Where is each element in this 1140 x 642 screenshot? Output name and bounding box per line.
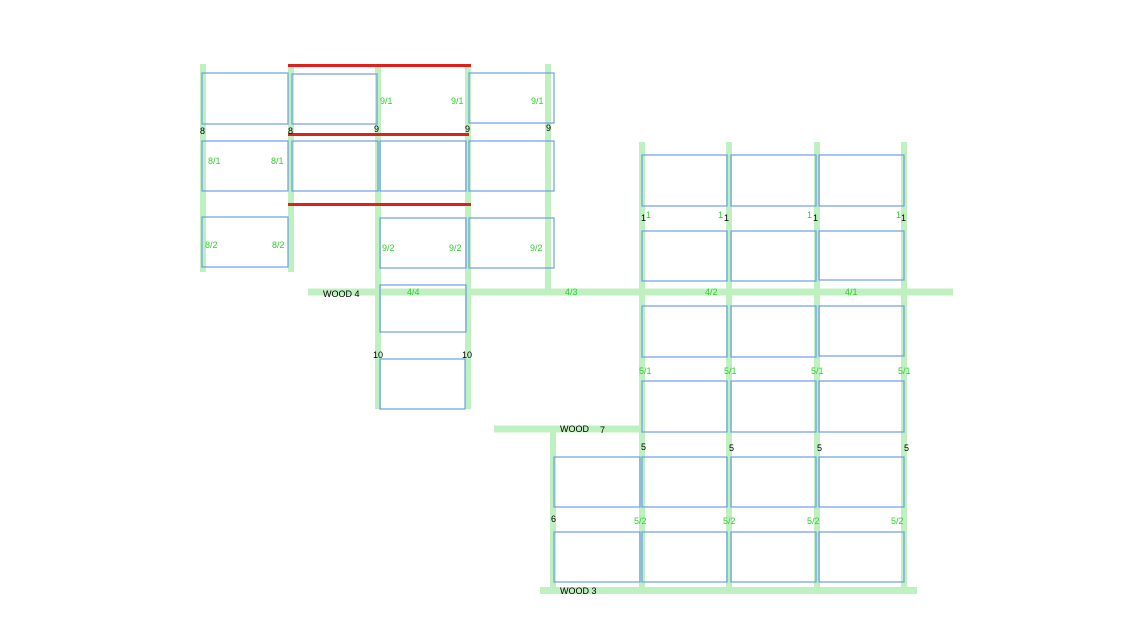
label-9-2: 9/2 — [530, 243, 543, 253]
panel — [379, 217, 467, 269]
label-10: 10 — [462, 350, 472, 360]
label-1: 1 — [724, 213, 729, 223]
label-8-2: 8/2 — [272, 240, 285, 250]
labels: 8 8 9 9 9 9/1 9/1 9/1 8/1 8/1 8/2 8/2 9/… — [200, 96, 911, 596]
label-10: 10 — [373, 350, 383, 360]
panel — [379, 140, 467, 192]
post-8-left — [200, 64, 206, 272]
label-1: 1 — [807, 210, 812, 220]
red-lines — [288, 64, 471, 206]
panel — [818, 230, 905, 281]
label-1: 1 — [896, 210, 901, 220]
label-5-2: 5/2 — [891, 516, 904, 526]
panel — [818, 305, 905, 357]
label-1: 1 — [641, 213, 646, 223]
panel — [201, 72, 289, 125]
post-1-d — [901, 142, 907, 590]
panel — [201, 140, 289, 192]
panel — [379, 358, 466, 410]
label-7: 7 — [600, 425, 605, 435]
post-8-right — [288, 64, 294, 272]
label-9-1: 9/1 — [380, 96, 393, 106]
label-8-1: 8/1 — [271, 156, 284, 166]
panel — [730, 456, 817, 508]
panel — [641, 154, 728, 207]
label-4-4: 4/4 — [407, 287, 420, 297]
label-4-2: 4/2 — [705, 287, 718, 297]
panel — [553, 531, 641, 583]
panel — [818, 456, 905, 508]
panel — [468, 72, 555, 124]
post-1-c — [814, 142, 820, 587]
label-9: 9 — [465, 124, 470, 134]
panel — [379, 284, 467, 333]
panel — [641, 230, 728, 282]
panel — [818, 531, 905, 583]
post-9-right — [545, 64, 551, 292]
panel — [553, 456, 641, 508]
panel — [730, 305, 817, 358]
post-9-left — [375, 64, 381, 409]
post-1-a — [639, 142, 645, 587]
label-9: 9 — [374, 124, 379, 134]
panel — [730, 154, 817, 207]
label-5-1: 5/1 — [811, 366, 824, 376]
label-9-1: 9/1 — [531, 96, 544, 106]
panel — [201, 216, 289, 268]
label-8: 8 — [288, 126, 293, 136]
label-5-1: 5/1 — [898, 366, 911, 376]
label-5: 5 — [904, 443, 909, 453]
horizontal-beams — [308, 288, 953, 594]
label-5: 5 — [641, 442, 646, 452]
panel — [641, 380, 728, 433]
label-9-2: 9/2 — [449, 243, 462, 253]
post-6 — [550, 429, 556, 589]
label-5-1: 5/1 — [724, 366, 737, 376]
panel — [730, 531, 817, 583]
label-9: 9 — [546, 123, 551, 133]
panels — [201, 72, 905, 583]
label-5-2: 5/2 — [723, 516, 736, 526]
panel — [641, 305, 728, 358]
post-1-b — [726, 142, 732, 587]
label-8-1: 8/1 — [208, 156, 221, 166]
label-1: 1 — [718, 210, 723, 220]
panel — [468, 217, 555, 269]
label-5: 5 — [817, 443, 822, 453]
label-wood-7: WOOD — [560, 424, 589, 434]
beam-wood-3 — [540, 587, 917, 594]
panel — [818, 154, 905, 207]
label-wood-4: WOOD 4 — [323, 289, 360, 299]
panel — [641, 456, 728, 508]
panel — [818, 380, 905, 433]
label-5-1: 5/1 — [639, 366, 652, 376]
label-1: 1 — [901, 213, 906, 223]
beam-wood-7 — [494, 425, 644, 433]
label-8-2: 8/2 — [205, 240, 218, 250]
label-9-2: 9/2 — [382, 243, 395, 253]
post-9-mid — [465, 64, 471, 409]
label-wood-3: WOOD 3 — [560, 586, 597, 596]
label-1: 1 — [813, 213, 818, 223]
panel — [291, 73, 378, 125]
vertical-posts — [200, 64, 907, 590]
label-8: 8 — [200, 126, 205, 136]
label-5: 5 — [729, 443, 734, 453]
panel — [730, 380, 817, 433]
label-9-1: 9/1 — [451, 96, 464, 106]
label-4-3: 4/3 — [565, 287, 578, 297]
label-4-1: 4/1 — [845, 287, 858, 297]
label-1: 1 — [646, 210, 651, 220]
label-5-2: 5/2 — [807, 516, 820, 526]
panel — [730, 230, 817, 282]
beam-wood-4 — [308, 288, 953, 296]
label-6: 6 — [551, 514, 556, 524]
panel — [468, 140, 555, 192]
panel — [291, 140, 379, 192]
panel — [641, 531, 728, 583]
label-5-2: 5/2 — [634, 516, 647, 526]
